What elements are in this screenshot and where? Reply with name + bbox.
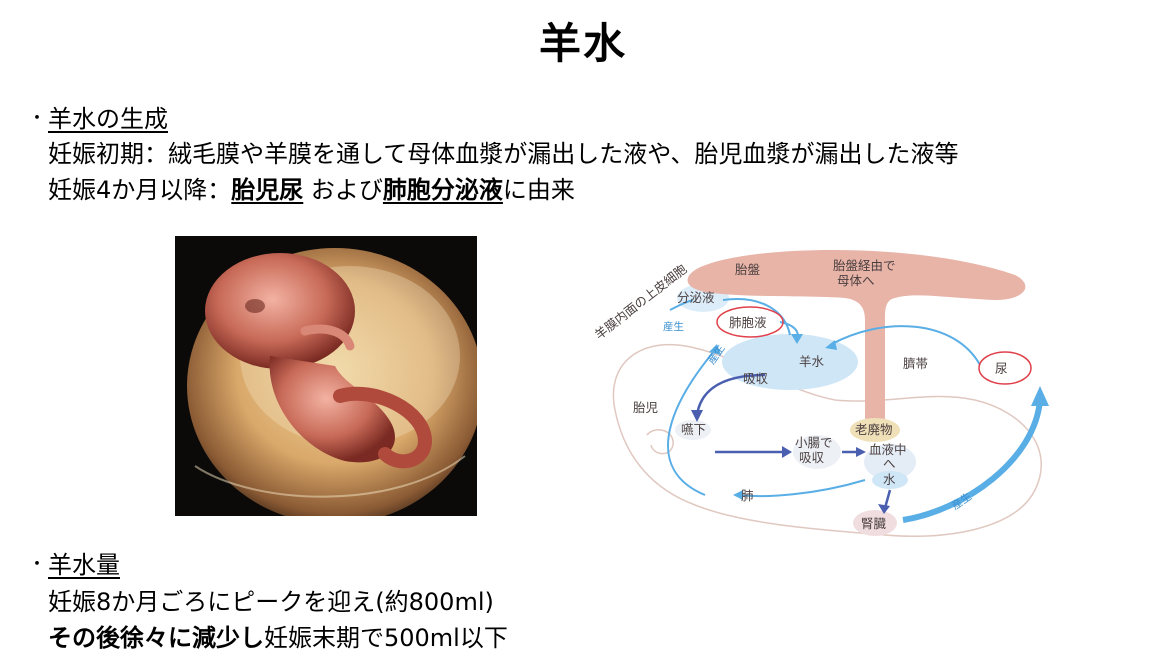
label-via-placenta-2: 母体へ [837, 273, 875, 288]
page-title: 羊水 [538, 19, 627, 68]
term-alveolar-fluid: 肺胞分泌液 [382, 176, 503, 204]
label-intestine-1: 小腸で [795, 435, 833, 450]
water-blob [872, 471, 908, 489]
line-suffix: に由来 [502, 176, 575, 204]
section-heading-generation: ・羊水の生成 [28, 104, 168, 134]
label-blood-1: 血液中 [869, 442, 907, 457]
label-kidney: 腎臓 [861, 516, 887, 531]
label-fetus: 胎児 [633, 400, 658, 415]
early-pregnancy-line: 妊娠初期：絨毛膜や羊膜を通して母体血漿が漏出した液や、胎児血漿が漏出した液等 [48, 140, 959, 168]
placenta-shape [687, 250, 1026, 430]
heading-text: 羊水の生成 [48, 105, 168, 133]
line-mid: および [303, 176, 383, 204]
label-blood-2: へ [883, 456, 896, 471]
line-prefix: 妊娠4か月以降： [48, 176, 232, 204]
label-swallow: 嚥下 [681, 422, 706, 437]
bullet-marker: ・ [28, 554, 46, 575]
blood-blob [864, 444, 916, 480]
swallow-blob [675, 420, 711, 440]
arrowhead-lung [733, 490, 743, 500]
label-alveolar-fluid: 肺胞液 [729, 315, 767, 330]
arrowhead-alveolar [709, 344, 721, 355]
bullet-marker: ・ [28, 108, 46, 129]
line-suffix: 妊娠末期で500ml以下 [264, 624, 508, 652]
label-amniotic-fluid: 羊水 [799, 354, 825, 369]
section-heading-volume: ・羊水量 [28, 550, 120, 580]
arrowhead-kidney [878, 504, 890, 514]
label-water: 水 [883, 472, 896, 487]
fetus-photo [175, 236, 477, 516]
label-umbilical-cord: 臍帯 [903, 356, 928, 371]
diagram-svg: 羊膜内面の上皮細胞 胎盤 胎盤経由で 母体へ 分泌液 産生 肺胞液 産生 羊水 … [592, 250, 1049, 537]
decrease-line: その後徐々に減少し妊娠末期で500ml以下 [48, 622, 508, 654]
arrow-secretion-to-fluid [722, 298, 791, 336]
arrowhead-fluid [791, 334, 803, 344]
arrow-water-to-kidney [883, 489, 892, 509]
heading-text: 羊水量 [48, 551, 120, 579]
arrow-kidney-to-urine [902, 399, 1043, 523]
label-secretion: 分泌液 [677, 290, 715, 305]
arrowhead-fluid-2 [825, 340, 837, 350]
arrowhead-urine [1031, 386, 1049, 406]
ring-alveolar-fluid [716, 306, 784, 338]
term-fetal-urine: 胎児尿 [231, 176, 304, 204]
arrowhead-intestine [782, 446, 792, 458]
label-produce-1: 産生 [663, 320, 684, 333]
arrow-lung-to-alveolar [667, 349, 716, 496]
label-waste: 老廃物 [855, 422, 893, 437]
line-prefix: その後 [48, 624, 120, 652]
line-bold: 徐々に減少し [120, 624, 264, 652]
intestine-blob [793, 435, 841, 469]
label-lung: 肺 [741, 488, 754, 503]
fetus-ear [646, 429, 674, 455]
amniotic-fluid-diagram: 羊膜内面の上皮細胞 胎盤 胎盤経由で 母体へ 分泌液 産生 肺胞液 産生 羊水 … [585, 240, 1065, 550]
kidney-blob [853, 510, 897, 536]
waste-blob [850, 418, 900, 442]
arrowhead-swallow [691, 410, 703, 422]
label-urine: 尿 [995, 361, 1008, 376]
arrow-fluid-to-swallow [695, 373, 766, 416]
label-placenta: 胎盤 [735, 262, 761, 277]
ring-urine [978, 351, 1032, 385]
arrow-blood-to-lung [739, 479, 866, 498]
peak-volume-line: 妊娠8か月ごろにピークを迎え(約800ml) [48, 588, 494, 616]
label-absorb: 吸収 [743, 371, 769, 386]
after-4-months-line: 妊娠4か月以降：胎児尿 および肺胞分泌液に由来 [48, 174, 575, 206]
arrow-cells-produce [669, 299, 694, 311]
label-via-placenta-1: 胎盤経由で [833, 258, 896, 273]
label-intestine-2: 吸収 [799, 450, 825, 465]
arrow-urine-to-fluid [829, 325, 981, 366]
arrowhead-blood [856, 447, 866, 457]
